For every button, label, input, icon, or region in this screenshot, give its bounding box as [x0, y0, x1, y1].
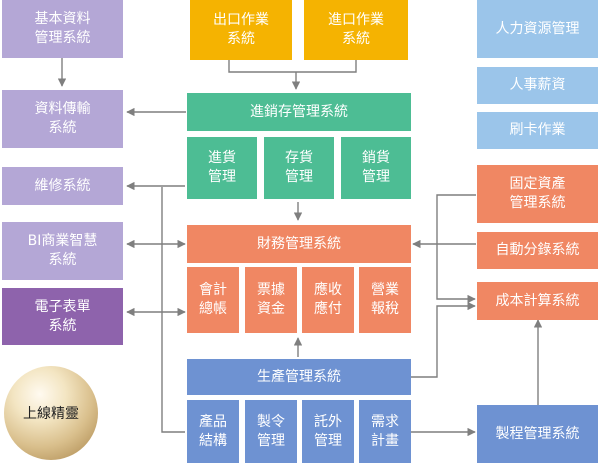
inventory-sub-stock: 存貨 管理	[264, 137, 334, 199]
finance-sub-ledger: 會計 總帳	[187, 267, 239, 333]
finance-sub-tax: 營業 報稅	[359, 267, 411, 333]
fixed-assets-system-box: 固定資產 管理系統	[477, 165, 598, 223]
inventory-system-title: 進銷存管理系統	[187, 93, 411, 131]
bracket-top-systems	[228, 60, 357, 73]
finance-system-title: 財務管理系統	[187, 225, 411, 263]
trunk-line	[161, 187, 185, 433]
eform-system-box: 電子表單 系統	[2, 288, 123, 345]
bi-system-box: BI商業智慧 系統	[2, 222, 123, 280]
inventory-sub-purchase: 進貨 管理	[187, 137, 257, 199]
auto-journal-system-box: 自動分錄系統	[477, 232, 598, 269]
production-sub-outsource: 託外 管理	[302, 400, 354, 463]
production-sub-order: 製令 管理	[245, 400, 297, 463]
production-sub-demand: 需求 計畫	[359, 400, 411, 463]
payroll-box: 人事薪資	[477, 67, 598, 104]
production-system-title: 生產管理系統	[187, 359, 411, 395]
online-wizard-sphere: 上線精靈	[4, 366, 98, 460]
production-sub-structure: 產品 結構	[187, 400, 239, 463]
hr-management-box: 人力資源管理	[477, 0, 598, 58]
finance-sub-receivable: 應收 應付	[302, 267, 354, 333]
basic-data-system-box: 基本資料 管理系統	[2, 0, 123, 58]
import-system-box: 進口作業 系統	[304, 0, 408, 60]
maintenance-system-box: 維修系統	[2, 167, 123, 205]
process-management-system-box: 製程管理系統	[477, 405, 598, 463]
cost-calculation-system-box: 成本計算系統	[477, 282, 598, 320]
arrow-fixed-to-cost	[436, 194, 476, 304]
arrow-production-to-cost	[411, 301, 476, 378]
finance-sub-notes: 票據 資金	[245, 267, 297, 333]
inventory-sub-sales: 銷貨 管理	[341, 137, 411, 199]
data-transfer-system-box: 資料傳輸 系統	[2, 90, 123, 148]
punch-card-box: 刷卡作業	[477, 112, 598, 149]
export-system-box: 出口作業 系統	[190, 0, 292, 60]
